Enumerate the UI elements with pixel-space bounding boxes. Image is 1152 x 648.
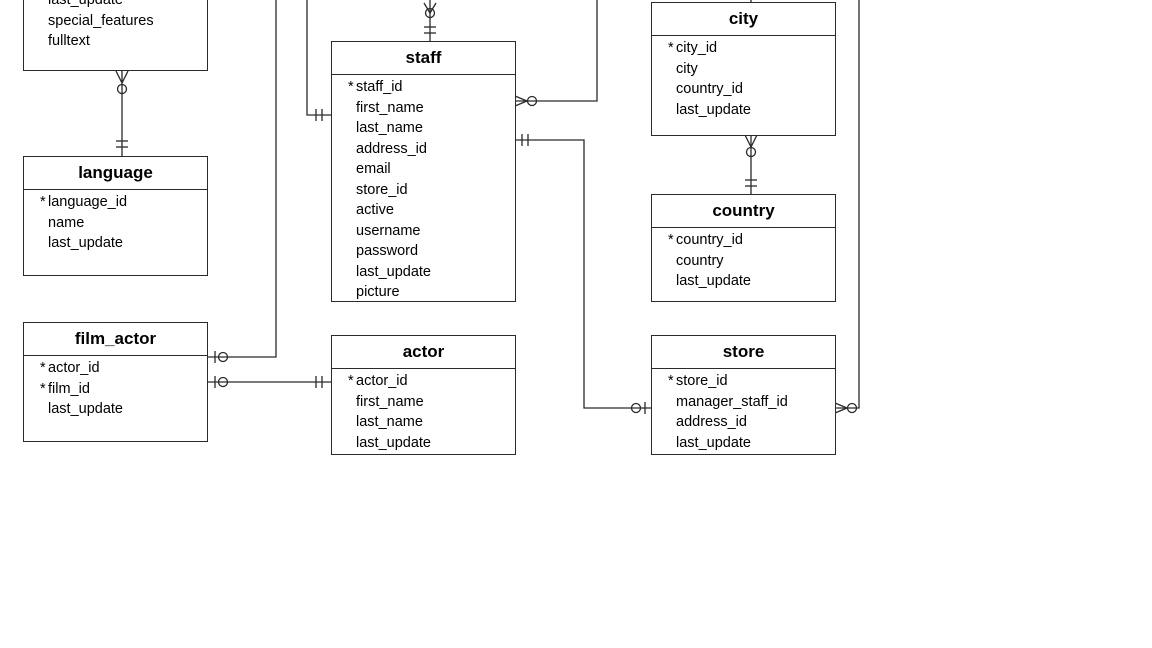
column-row: active — [356, 202, 394, 218]
column-row: city — [676, 60, 698, 77]
entity-title: language — [24, 157, 207, 190]
column-row: last_update — [356, 434, 431, 451]
column-row: last_update — [48, 0, 123, 8]
column-row: last_update — [48, 401, 123, 417]
column-row: last_update — [48, 235, 123, 251]
column-row: manager_staff_id — [676, 393, 788, 410]
column-row: last_name — [356, 414, 423, 430]
column-row: *actor_id — [348, 373, 408, 389]
column-row: last_update — [676, 273, 751, 289]
column-row: username — [356, 222, 421, 239]
column-row: last_name — [356, 120, 423, 136]
column-row: fulltext — [48, 33, 90, 49]
column-row: last_update — [356, 263, 431, 280]
entity-title: film_actor — [24, 323, 207, 356]
column-row: password — [356, 243, 419, 259]
entity-film-fragment: last_update special_features fulltext — [23, 0, 208, 71]
relationship-staff-top — [423, 0, 437, 42]
column-row: *staff_id — [348, 79, 403, 95]
column-row: country_id — [676, 81, 743, 97]
column-row: country — [676, 252, 724, 269]
entity-language: language *language_id name last_update — [23, 156, 208, 276]
entity-title: city — [652, 3, 835, 36]
column-row: *city_id — [668, 40, 718, 56]
column-row: address_id — [676, 414, 747, 430]
column-row: *language_id — [40, 194, 128, 210]
column-row: *store_id — [668, 373, 728, 389]
column-row: first_name — [356, 99, 424, 116]
entity-title: store — [652, 336, 835, 369]
relationship-city-country — [744, 134, 758, 195]
column-row: name — [48, 214, 85, 231]
relationship-film-language — [115, 70, 129, 157]
relationship-staff-left — [306, 0, 331, 121]
column-row: special_features — [48, 12, 154, 29]
entity-staff: staff *staff_id first_name last_name add… — [331, 41, 516, 302]
column-row: address_id — [356, 140, 427, 157]
relationship-staff-store — [515, 134, 652, 414]
entity-country: country *country_id country last_update — [651, 194, 836, 302]
relationship-film_actor-film — [208, 0, 277, 363]
column-row: *country_id — [668, 232, 743, 248]
relationship-film_actor-actor — [208, 376, 331, 388]
entity-actor: actor *actor_id first_name last_name las… — [331, 335, 516, 455]
column-row: *film_id — [40, 380, 90, 397]
column-row: email — [356, 161, 391, 177]
column-row: last_update — [676, 434, 751, 451]
entity-title: country — [652, 195, 835, 228]
entity-film_actor: film_actor *actor_id *film_id last_updat… — [23, 322, 208, 442]
column-row: first_name — [356, 393, 424, 410]
column-row: store_id — [356, 181, 408, 198]
relationship-store-address — [834, 0, 860, 414]
column-row: *actor_id — [40, 360, 100, 376]
column-row: last_update — [676, 101, 751, 118]
relationship-staff-address — [514, 0, 598, 107]
entity-city: city *city_id city country_id last_updat… — [651, 2, 836, 136]
entity-title: staff — [332, 42, 515, 75]
entity-store: store *store_id manager_staff_id address… — [651, 335, 836, 455]
column-row: picture — [356, 284, 400, 300]
entity-title: actor — [332, 336, 515, 369]
